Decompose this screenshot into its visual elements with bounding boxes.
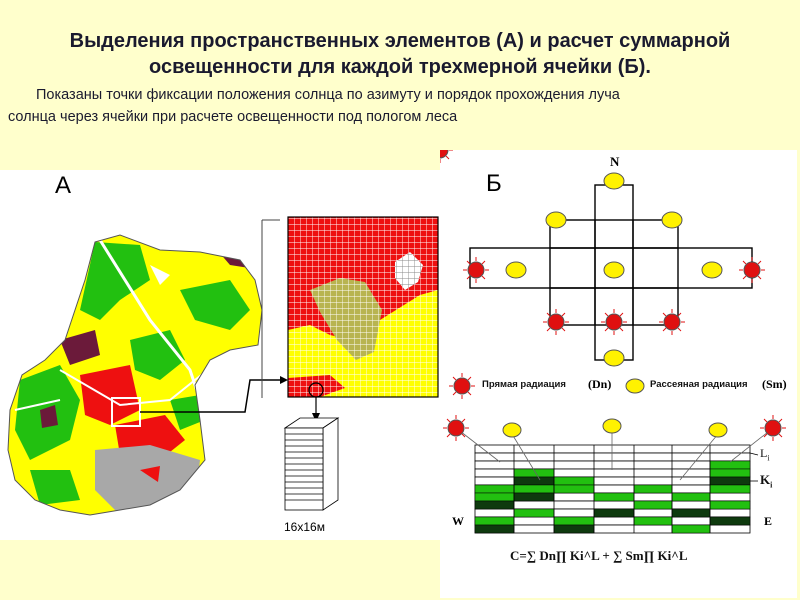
legend-direct-symbol: (Dn) (588, 377, 612, 391)
label-k: Ki (760, 472, 772, 490)
diffuse-sun-points (505, 172, 723, 367)
sun-rays (455, 427, 774, 481)
label-k-sub: i (770, 480, 773, 490)
north-label: N (610, 154, 620, 169)
illumination-formula: C=∑ Dn∏ Ki^L + ∑ Sm∏ Ki^L (510, 548, 688, 563)
canopy-cells (474, 460, 751, 534)
label-l-main: L (760, 446, 768, 460)
legend-diffuse-symbol: (Sm) (762, 377, 787, 391)
east-label: E (764, 514, 773, 528)
panel-a-drawing (7, 216, 439, 516)
panel-b-drawing (440, 150, 787, 534)
panel-b-letter: Б (486, 170, 502, 197)
panel-b: Б (440, 150, 797, 598)
label-l-sub: i (767, 453, 770, 463)
panel-a-letter: А (55, 172, 72, 199)
forest-map (8, 235, 262, 515)
west-label: W (452, 514, 464, 528)
canopy-profile (442, 414, 787, 534)
label-l: Li (760, 446, 770, 462)
cube-caption: 16х16м (284, 520, 325, 534)
subtitle-line-1: Показаны точки фиксации положения солнца… (36, 87, 620, 103)
legend-diffuse-label: Рассеяная радиация (650, 379, 748, 390)
page-title: Выделения пространственных элементов (А)… (69, 30, 731, 78)
direct-sun-points (440, 150, 766, 336)
legend (448, 372, 645, 400)
cell-column-stack (283, 417, 340, 511)
panel-a: А (0, 170, 440, 540)
legend-direct-label: Прямая радиация (482, 379, 566, 390)
label-k-main: K (760, 472, 771, 487)
subtitle-line-2: солнца через ячейки при расчете освещенн… (8, 109, 458, 125)
page-subtitle: Показаны точки фиксации положения солнца… (8, 84, 788, 128)
zoomed-grid (287, 216, 439, 422)
